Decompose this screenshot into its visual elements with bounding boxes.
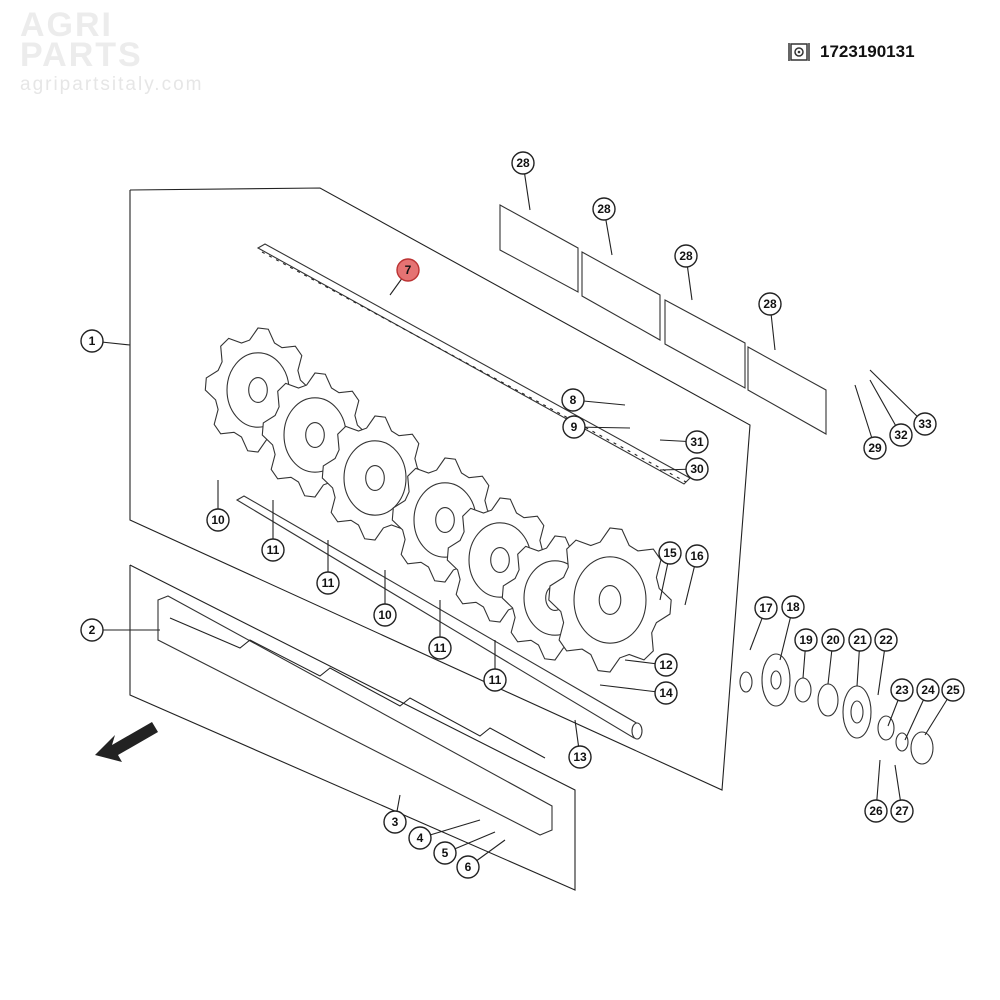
- callout-label: 14: [659, 686, 673, 700]
- callout-label: 3: [392, 815, 399, 829]
- callout-9[interactable]: 9: [562, 415, 586, 439]
- callout-label: 25: [946, 683, 960, 697]
- callout-10[interactable]: 10: [373, 603, 397, 627]
- callout-label: 5: [442, 846, 449, 860]
- callout-18[interactable]: 18: [781, 595, 805, 619]
- callout-19[interactable]: 19: [794, 628, 818, 652]
- leader-line: [869, 369, 926, 425]
- wear-plates-28: [499, 204, 827, 435]
- callout-15[interactable]: 15: [658, 541, 682, 565]
- callout-11[interactable]: 11: [483, 668, 507, 692]
- callout-label: 8: [570, 393, 577, 407]
- callout-label: 16: [690, 549, 704, 563]
- group-frame-1: [129, 187, 751, 791]
- part-number-header: 1723190131: [788, 42, 915, 62]
- callout-label: 10: [378, 608, 392, 622]
- callout-label: 4: [417, 831, 424, 845]
- callout-11[interactable]: 11: [316, 571, 340, 595]
- callout-label: 19: [799, 633, 813, 647]
- callout-label: 10: [211, 513, 225, 527]
- callout-label: 11: [267, 543, 280, 557]
- callout-label: 9: [571, 420, 578, 434]
- callout-label: 30: [690, 462, 704, 476]
- shaft-13: [235, 495, 643, 740]
- callout-label: 28: [516, 156, 530, 170]
- callout-14[interactable]: 14: [654, 681, 678, 705]
- callout-29[interactable]: 29: [863, 436, 887, 460]
- group-frame-2: [129, 564, 576, 891]
- callout-label: 17: [759, 601, 773, 615]
- callout-33[interactable]: 33: [913, 412, 937, 436]
- group-frames: [129, 187, 751, 891]
- callout-30[interactable]: 30: [685, 457, 709, 481]
- callout-21[interactable]: 21: [848, 628, 872, 652]
- callout-28[interactable]: 28: [674, 244, 698, 268]
- callout-label: 28: [763, 297, 777, 311]
- callout-28[interactable]: 28: [758, 292, 782, 316]
- catalog-gear-icon: [788, 43, 810, 61]
- callout-32[interactable]: 32: [889, 423, 913, 447]
- callout-label: 7: [405, 263, 412, 277]
- callout-label: 24: [921, 683, 935, 697]
- callout-1[interactable]: 1: [80, 329, 104, 353]
- callout-label: 29: [868, 441, 882, 455]
- callout-label: 20: [826, 633, 840, 647]
- callout-label: 23: [895, 683, 909, 697]
- callout-label: 28: [597, 202, 611, 216]
- callout-7[interactable]: 7: [396, 258, 420, 282]
- callout-12[interactable]: 12: [654, 653, 678, 677]
- callout-label: 26: [869, 804, 883, 818]
- callout-6[interactable]: 6: [456, 855, 480, 879]
- callout-label: 12: [659, 658, 673, 672]
- callout-13[interactable]: 13: [568, 745, 592, 769]
- callout-16[interactable]: 16: [685, 544, 709, 568]
- callout-label: 6: [465, 860, 472, 874]
- callout-27[interactable]: 27: [890, 799, 914, 823]
- callout-label: 1: [89, 334, 96, 348]
- callout-10[interactable]: 10: [206, 508, 230, 532]
- callout-label: 21: [853, 633, 867, 647]
- callout-11[interactable]: 11: [261, 538, 285, 562]
- callout-label: 28: [679, 249, 693, 263]
- callout-31[interactable]: 31: [685, 430, 709, 454]
- sprocket-disc: [204, 327, 312, 453]
- callout-label: 15: [663, 546, 677, 560]
- callout-label: 32: [894, 428, 908, 442]
- callout-label: 33: [918, 417, 932, 431]
- callout-2[interactable]: 2: [80, 618, 104, 642]
- callout-11[interactable]: 11: [428, 636, 452, 660]
- bearing-assembly: [739, 653, 934, 765]
- sprocket-disc: [548, 527, 672, 673]
- callout-20[interactable]: 20: [821, 628, 845, 652]
- callout-26[interactable]: 26: [864, 799, 888, 823]
- callout-label: 11: [434, 641, 447, 655]
- callout-label: 2: [89, 623, 96, 637]
- callout-label: 31: [690, 435, 704, 449]
- callout-25[interactable]: 25: [941, 678, 965, 702]
- sprocket-discs: [204, 327, 672, 673]
- callout-label: 22: [879, 633, 893, 647]
- callout-4[interactable]: 4: [408, 826, 432, 850]
- callout-label: 11: [489, 673, 502, 687]
- callout-label: 18: [786, 600, 800, 614]
- strip-2: [157, 595, 553, 836]
- callout-28[interactable]: 28: [592, 197, 616, 221]
- callout-23[interactable]: 23: [890, 678, 914, 702]
- callout-label: 27: [895, 804, 909, 818]
- callout-3[interactable]: 3: [383, 810, 407, 834]
- direction-arrow: [95, 722, 158, 762]
- part-number: 1723190131: [820, 42, 915, 61]
- callout-28[interactable]: 28: [511, 151, 535, 175]
- callout-17[interactable]: 17: [754, 596, 778, 620]
- callout-label: 11: [322, 576, 335, 590]
- callout-22[interactable]: 22: [874, 628, 898, 652]
- callout-5[interactable]: 5: [433, 841, 457, 865]
- callout-label: 13: [573, 750, 587, 764]
- callout-24[interactable]: 24: [916, 678, 940, 702]
- callout-8[interactable]: 8: [561, 388, 585, 412]
- arrow-icon: [95, 722, 158, 762]
